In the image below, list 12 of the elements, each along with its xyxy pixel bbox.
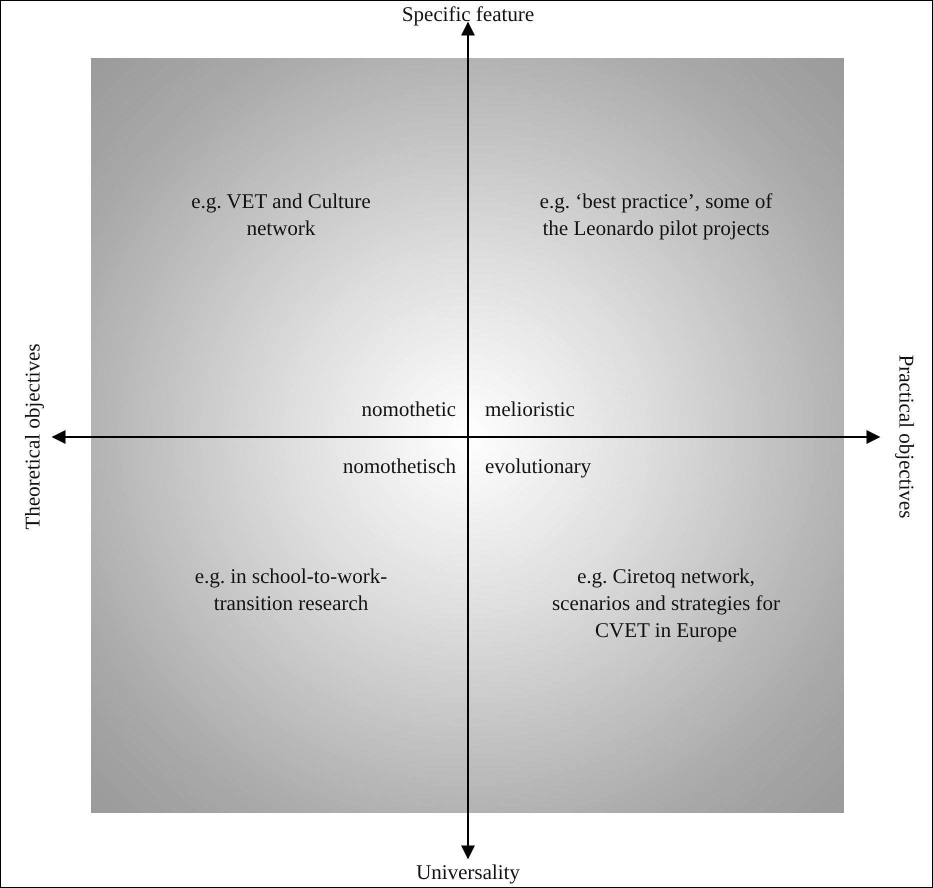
pole-label: nomothetisch xyxy=(342,453,456,480)
axis-label: Specific feature xyxy=(400,1,536,28)
pole-label: evolutionary xyxy=(485,453,592,480)
axis-label: Universality xyxy=(415,859,521,886)
quadrant-text: e.g. Ciretoq network, scenarios and strategies for CVET in Europe xyxy=(551,563,781,644)
quadrant-text: e.g. VET and Culture network xyxy=(190,188,372,242)
pole-label: nomothetic xyxy=(360,396,456,423)
quadrant-text: e.g. in school-to-work-transition research xyxy=(194,563,388,617)
axis-label: Theoretical objectives xyxy=(20,342,46,532)
axis-label: Practical objectives xyxy=(894,354,920,520)
quadrant-text: e.g. ‘best practice’, some of the Leonardo pilot projects xyxy=(538,188,774,242)
pole-label: melioristic xyxy=(485,396,576,423)
